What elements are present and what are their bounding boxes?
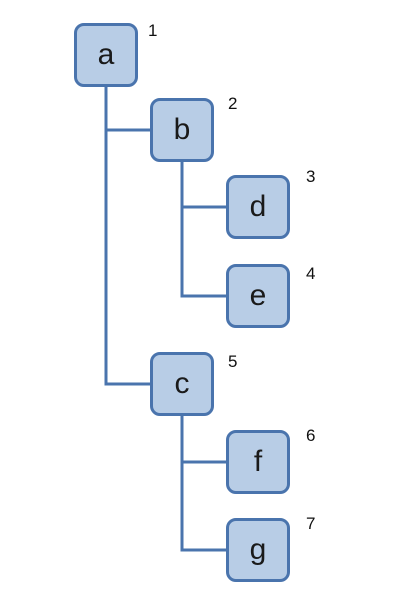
- order-number: 6: [306, 426, 316, 445]
- node-label: f: [253, 445, 263, 478]
- node-label: c: [174, 367, 190, 400]
- node-label: a: [97, 38, 115, 71]
- connector-c-f: [180, 414, 228, 464]
- order-number: 3: [306, 167, 316, 186]
- tree-node-b: b: [150, 98, 214, 162]
- order-number: 1: [148, 21, 158, 40]
- connector-a-c: [104, 128, 152, 386]
- node-label: e: [249, 279, 267, 312]
- tree-node-a: a: [74, 23, 138, 87]
- order-number: 5: [228, 352, 238, 371]
- connector-c-g: [180, 460, 228, 552]
- tree-node-c: c: [150, 352, 214, 416]
- order-number: 7: [306, 514, 316, 533]
- tree-node-g: g: [226, 518, 290, 582]
- connector-b-d: [180, 160, 228, 209]
- tree-node-e: e: [226, 264, 290, 328]
- connector-b-e: [180, 205, 228, 298]
- order-number: 4: [306, 264, 316, 283]
- node-label: b: [173, 113, 191, 146]
- tree-node-d: d: [226, 175, 290, 239]
- connector-a-b: [104, 85, 152, 132]
- order-number: 2: [228, 94, 238, 113]
- node-label: d: [249, 190, 267, 223]
- tree-node-f: f: [226, 430, 290, 494]
- node-label: g: [249, 533, 267, 566]
